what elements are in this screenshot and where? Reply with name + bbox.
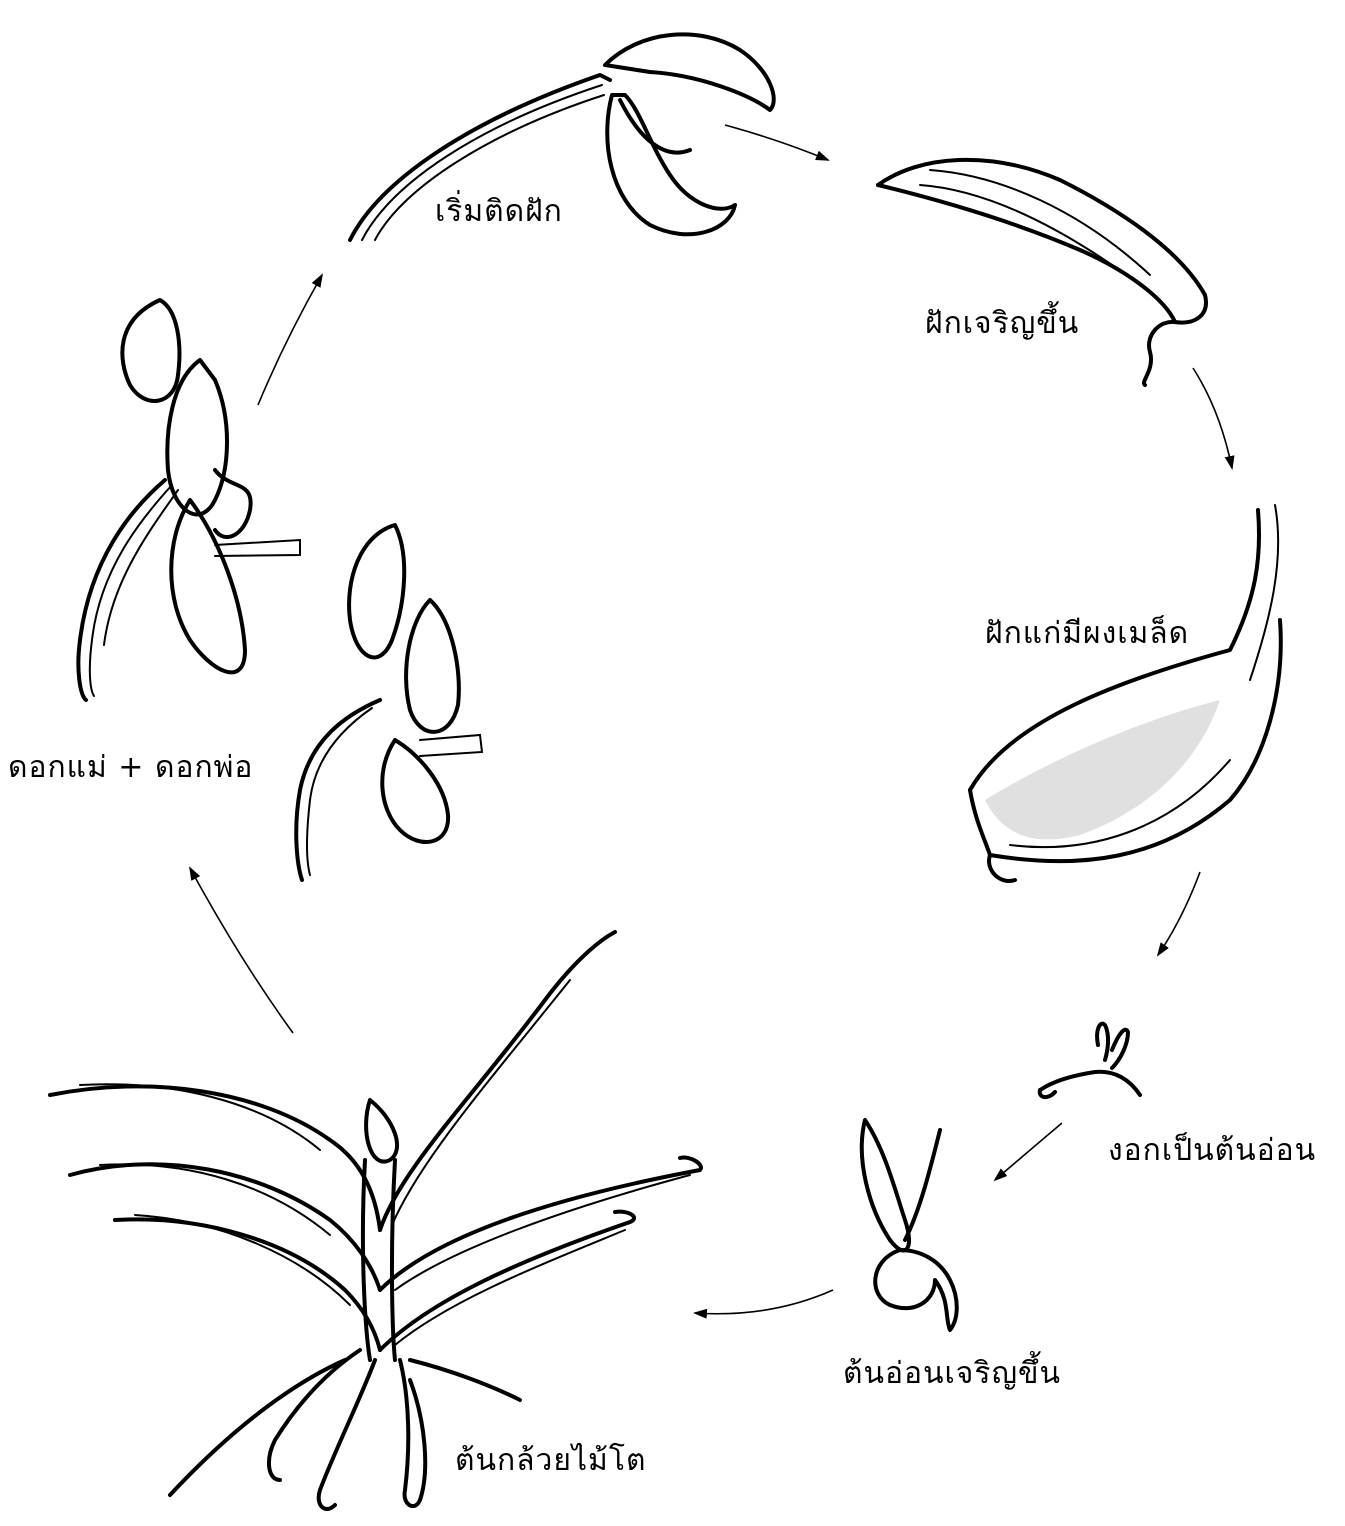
young-seedling-drawing (862, 1120, 957, 1330)
pod-grows-drawing (878, 160, 1206, 385)
cycle-arrow-3 (1193, 368, 1232, 468)
stage-label-pod-start: เริ่มติดฝัก (435, 188, 563, 235)
stage-label-mature-plant: ต้นกล้วยไม้โต (455, 1437, 646, 1484)
germinating-seedling-drawing (1040, 1024, 1140, 1097)
cycle-arrow-6 (695, 1290, 833, 1314)
cycle-arrow-2 (725, 125, 828, 160)
stage-label-germination: งอกเป็นต้นอ่อน (1108, 1127, 1316, 1174)
cycle-arrow-7 (190, 868, 293, 1033)
stage-label-mature-pod: ฝักแก่มีผงเมล็ด (985, 610, 1189, 657)
cycle-arrow-4 (1158, 872, 1200, 955)
cycle-arrow-5 (995, 1123, 1062, 1180)
mature-orchid-plant-drawing (50, 932, 701, 1509)
mother-flower-drawing (78, 300, 300, 700)
stage-label-pollination: ดอกแม่ + ดอกพ่อ (8, 744, 253, 791)
mature-pod-drawing (970, 505, 1281, 881)
cycle-arrow-1 (258, 275, 322, 405)
stage-label-pod-grows: ฝักเจริญขึ้น (925, 300, 1079, 347)
father-flower-drawing (296, 525, 482, 880)
stage-label-seedling-grows: ต้นอ่อนเจริญขึ้น (843, 1350, 1061, 1397)
